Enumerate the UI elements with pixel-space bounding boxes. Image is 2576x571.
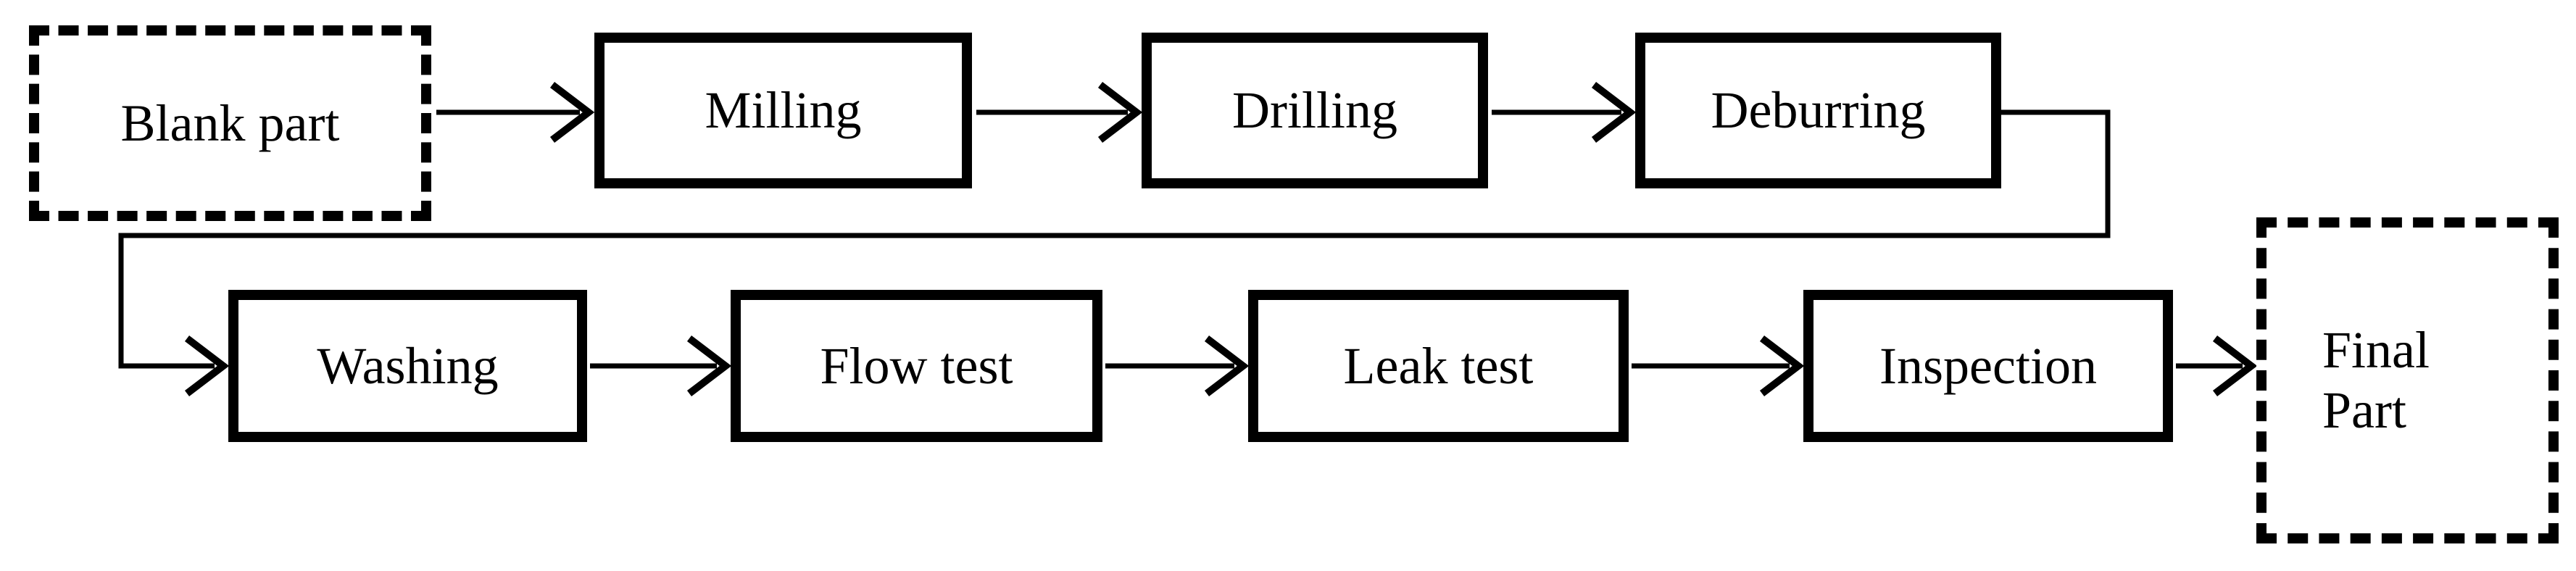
node-final-part: Final Part (2256, 217, 2559, 543)
edge-blank-part-to-milling (436, 82, 595, 143)
edge-washing-to-flow-test (590, 335, 732, 396)
node-inspection: Inspection (1803, 290, 2173, 442)
node-label: Milling (705, 81, 862, 140)
node-deburring: Deburring (1635, 33, 2001, 188)
node-label: Flow test (820, 336, 1013, 395)
node-label: Washing (317, 336, 499, 395)
node-leak-test: Leak test (1248, 290, 1629, 442)
node-blank-part: Blank part (29, 25, 431, 221)
node-label: Deburring (1711, 81, 1926, 140)
node-drilling: Drilling (1142, 33, 1488, 188)
edge-inspection-to-final-part (2176, 335, 2258, 396)
node-milling: Milling (594, 33, 972, 188)
node-label: Final Part (2322, 321, 2430, 439)
edge-leak-test-to-inspection (1632, 335, 1805, 396)
node-label: Leak test (1343, 336, 1534, 395)
node-flow-test: Flow test (731, 290, 1102, 442)
edge-flow-test-to-leak-test (1105, 335, 1250, 396)
edge-drilling-to-deburring (1492, 82, 1637, 143)
node-label: Inspection (1879, 336, 2097, 395)
node-label: Drilling (1232, 81, 1397, 140)
edge-deburring-to-washing (118, 109, 2111, 396)
node-label: Blank part (120, 93, 340, 152)
edge-milling-to-drilling (976, 82, 1143, 143)
node-washing: Washing (228, 290, 587, 442)
